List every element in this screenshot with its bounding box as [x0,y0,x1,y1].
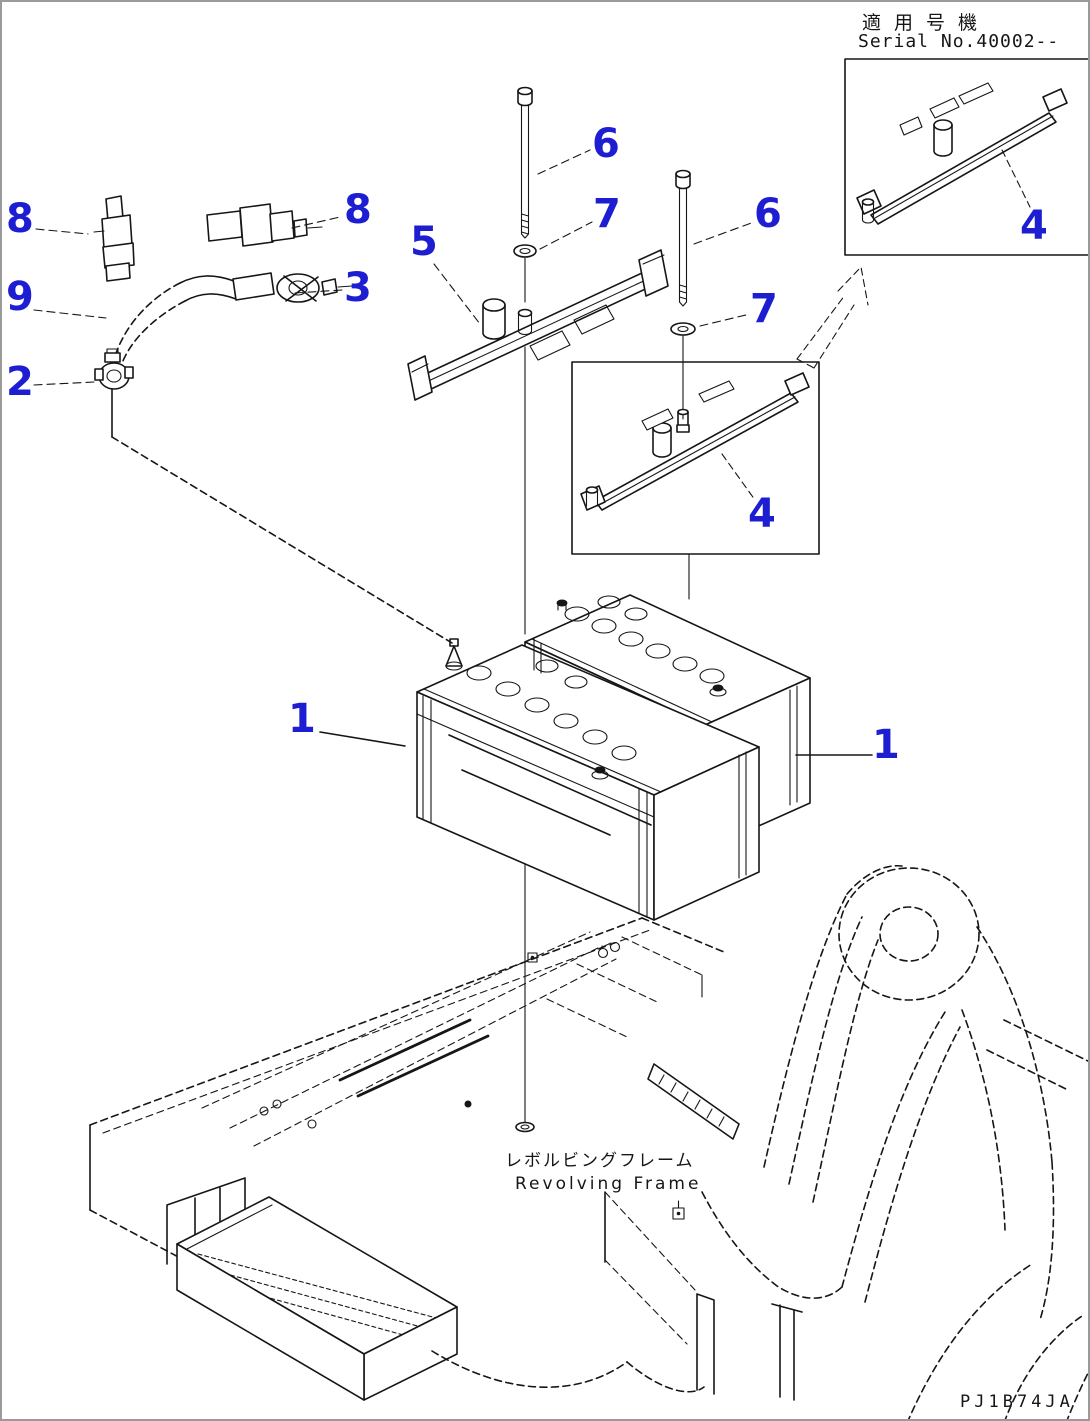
battery-cable-9 [111,275,237,374]
callout-6-left: 6 [592,121,620,167]
bolt-axis-lower [515,863,535,1133]
bolt-6-right [675,169,691,307]
terminal-cover-8-right [206,203,323,247]
cable-routing-line [111,436,453,644]
callout-6-right: 6 [754,191,782,237]
callout-9: 9 [6,274,34,320]
terminal-clamp-3 [232,272,353,303]
document-code: PJ1B74JA [960,1392,1074,1412]
battery-left-illustration [416,638,760,921]
terminal-cover-8-left [93,195,135,282]
bolt-6-left [517,86,533,239]
washer-7-right [670,322,696,363]
detail-box-top [844,58,1088,256]
callout-8-right: 8 [344,187,372,233]
bracket-5 [407,249,669,401]
callout-7-right: 7 [750,286,778,332]
callout-8-left: 8 [6,196,34,242]
revolving-frame-illustration [89,864,1088,1419]
callout-7-left: 7 [593,191,621,237]
applicable-machines-label: 適用号機 [862,12,991,34]
leader-lines-solid [319,731,873,756]
detail-box-middle [571,361,820,555]
terminal-clamp-2 [94,348,134,438]
leader-lines [33,149,755,386]
callout-1-right: 1 [872,722,900,768]
revolving-frame-caption-en: Revolving Frame [515,1174,702,1194]
callout-2: 2 [6,359,34,405]
revolving-frame-caption-jp: レボルビングフレーム [505,1151,695,1171]
callout-3: 3 [344,265,372,311]
callout-5: 5 [410,219,438,265]
serial-number-label: Serial No.40002-- [858,31,1060,52]
callout-4-top: 4 [1020,203,1048,249]
callout-1-left: 1 [288,696,316,742]
reference-arrow [796,266,869,369]
washer-7-left [513,244,537,258]
callout-4-middle: 4 [748,491,776,537]
